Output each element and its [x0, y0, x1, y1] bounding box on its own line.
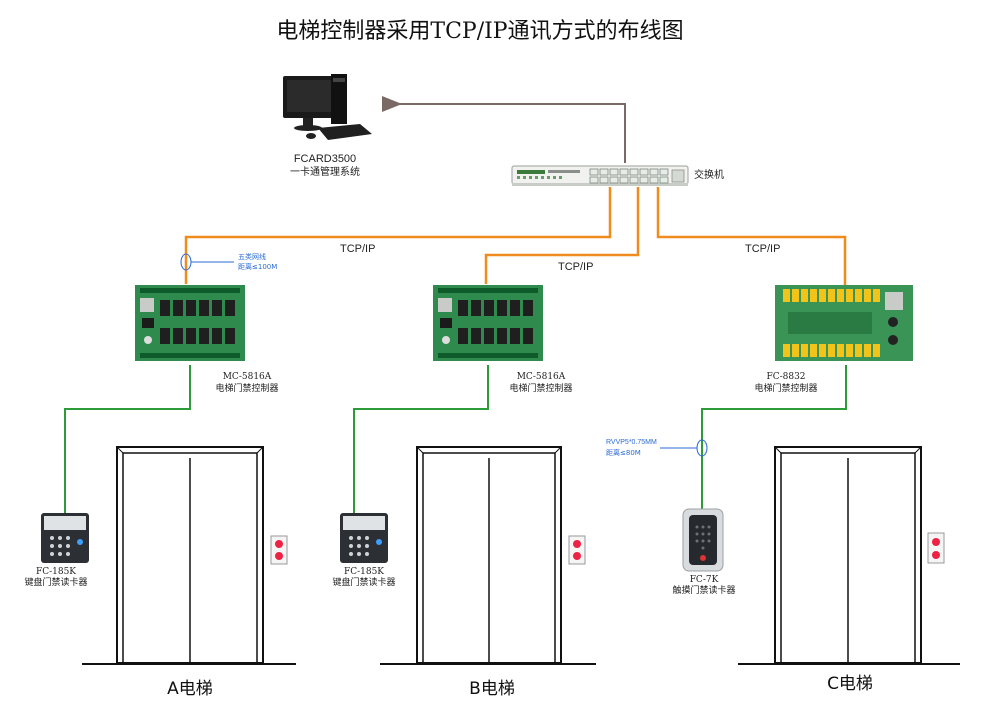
- computer-icon: [283, 74, 372, 140]
- switch-label: 交换机: [694, 168, 724, 181]
- diagram-title: 电梯控制器采用TCP/IP通讯方式的布线图: [276, 19, 683, 44]
- cable-note-2-line1: RVVP5*0.75MM: [606, 439, 657, 446]
- elevator-c-call-button: [927, 532, 945, 564]
- controller-a-model: MC-5816A: [223, 372, 272, 382]
- reader-b-desc: 键盘门禁读卡器: [332, 576, 395, 588]
- reader-cables: [64, 365, 847, 513]
- reader-cable-a: [64, 365, 191, 513]
- ethernet-cable-a: [184, 187, 612, 284]
- ethernet-cable-c: [656, 187, 847, 285]
- reader-c-model: FC-7K: [690, 575, 719, 585]
- switch-to-computer-link: [382, 96, 626, 163]
- controller-b-model: MC-5816A: [517, 372, 566, 382]
- cable-note-1-line2: 距离≤100M: [238, 262, 277, 271]
- elevator-a-label: A电梯: [167, 679, 213, 699]
- elevator-c: [738, 446, 960, 665]
- computer-name: FCARD3500: [294, 153, 356, 165]
- reader-a-model: FC-185K: [36, 567, 76, 577]
- network-switch-icon: [511, 165, 689, 186]
- elevator-a-call-button: [270, 535, 288, 565]
- tcp-label-c: TCP/IP: [745, 243, 780, 255]
- tcp-label-a: TCP/IP: [340, 243, 375, 255]
- elevator-b-label: B电梯: [469, 679, 515, 699]
- controller-c-model: FC-8832: [766, 372, 805, 382]
- reader-b-model: FC-185K: [344, 567, 384, 577]
- computer-desc: 一卡通管理系统: [290, 165, 360, 178]
- ethernet-cables: [184, 187, 847, 285]
- reader-c-desc: 触摸门禁读卡器: [672, 584, 735, 596]
- ethernet-cable-b: [484, 187, 640, 284]
- keypad-reader-b: [340, 513, 388, 563]
- cable-note-1-line1: 五类网线: [238, 252, 266, 261]
- controller-board-a: [135, 285, 245, 361]
- controller-c-desc: 电梯门禁控制器: [754, 382, 817, 394]
- controller-board-c: [775, 285, 913, 361]
- cable-note-2-line2: 距离≤80M: [606, 448, 641, 457]
- keypad-reader-a: [41, 513, 89, 563]
- elevator-a: [82, 446, 296, 665]
- reader-cable-c: [701, 365, 847, 511]
- elevator-b: [380, 446, 596, 665]
- reader-a-desc: 键盘门禁读卡器: [24, 576, 87, 588]
- controller-a-desc: 电梯门禁控制器: [215, 382, 278, 394]
- controller-board-b: [433, 285, 543, 361]
- elevator-c-label: C电梯: [827, 674, 873, 694]
- elevator-b-call-button: [568, 535, 586, 565]
- controller-b-desc: 电梯门禁控制器: [509, 382, 572, 394]
- reader-cable-b: [353, 365, 489, 513]
- tcp-label-b: TCP/IP: [558, 261, 593, 273]
- touch-reader-c: [682, 508, 724, 572]
